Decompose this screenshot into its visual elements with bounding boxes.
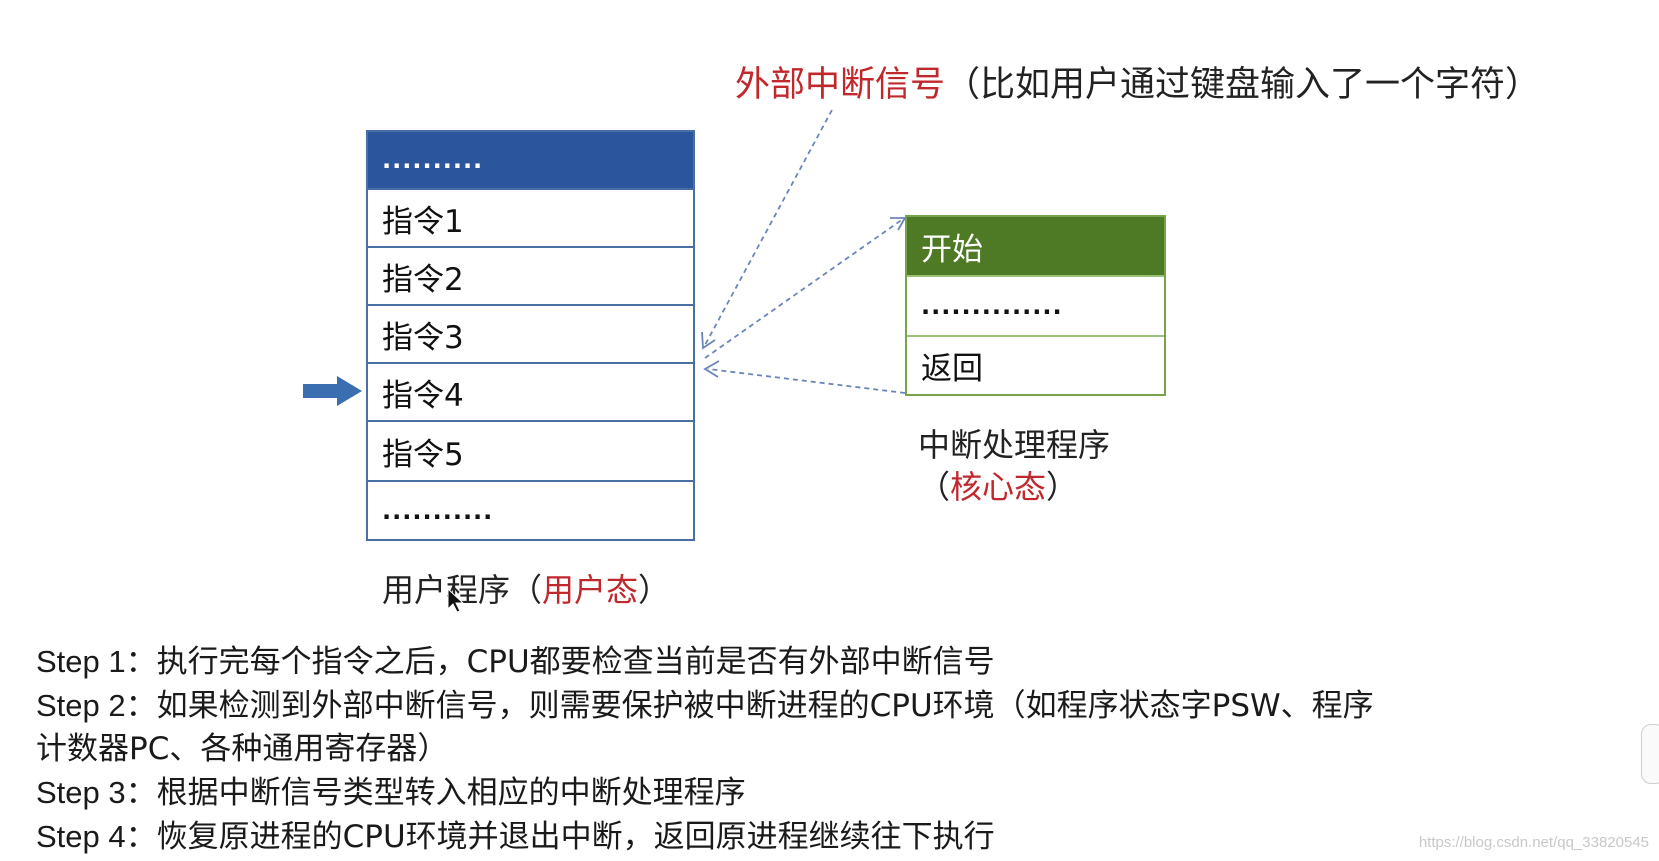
handler-row-ellipsis: ..............: [907, 275, 1164, 337]
watermark: https://blog.csdn.net/qq_33820545: [1418, 834, 1649, 851]
step-1-text: 执行完每个指令之后，CPU都要检查当前是否有外部中断信号: [156, 644, 995, 680]
user-program-row-instr1: 指令1: [368, 190, 693, 248]
user-program-row-instr4: 指令4: [368, 364, 693, 422]
step-3: Step 3：根据中断信号类型转入相应的中断处理程序: [36, 771, 1596, 815]
user-program-row-instr5: 指令5: [368, 422, 693, 482]
user-mode-label: 用户态: [542, 571, 639, 609]
user-program-caption-suffix: ）: [638, 571, 671, 609]
current-instruction-arrow-icon: [303, 376, 362, 406]
kernel-mode-label: 核心态: [950, 468, 1047, 506]
step-4-text: 恢复原进程的CPU环境并退出中断，返回原进程继续往下执行: [156, 819, 995, 855]
user-program-row-header: ..........: [368, 132, 693, 190]
signal-to-program-arrow: [704, 109, 833, 346]
step-2-text: 如果检测到外部中断信号，则需要保护被中断进程的CPU环境（如程序状态字PSW、程…: [156, 688, 1374, 724]
signal-label-note: （比如用户通过键盘输入了一个字符）: [945, 65, 1541, 105]
kernel-mode-caption: （核心态）: [918, 462, 1078, 508]
user-program-row-ellipsis: ...........: [382, 496, 494, 525]
handler-return-arrow: [707, 368, 906, 394]
step-3-text: 根据中断信号类型转入相应的中断处理程序: [156, 775, 746, 811]
handler-row-start: 开始: [907, 217, 1164, 275]
kernel-mode-prefix: （: [918, 468, 951, 506]
steps-list: Step 1：执行完每个指令之后，CPU都要检查当前是否有外部中断信号 Step…: [36, 640, 1596, 859]
signal-label-red: 外部中断信号: [735, 65, 946, 105]
signal-arrowhead-icon: [701, 331, 716, 350]
kernel-mode-suffix: ）: [1046, 468, 1079, 506]
step-2-label: Step 2：: [36, 688, 157, 723]
step-3-label: Step 3：: [36, 775, 157, 810]
step-2-continuation: 计数器PC、各种通用寄存器）: [36, 728, 1596, 771]
step-1-label: Step 1：: [36, 644, 157, 679]
interrupt-handler-table: 开始 .............. 返回: [905, 215, 1166, 396]
handler-row-return: 返回: [921, 351, 983, 387]
user-program-table: .......... 指令1 指令2 指令3 指令4 指令5 .........…: [366, 130, 695, 541]
step-4: Step 4：恢复原进程的CPU环境并退出中断，返回原进程继续往下执行: [36, 815, 1596, 859]
side-scroll-handle[interactable]: [1641, 724, 1659, 784]
step-2: Step 2：如果检测到外部中断信号，则需要保护被中断进程的CPU环境（如程序状…: [36, 684, 1596, 728]
handler-start-arrowhead-icon: [890, 217, 907, 231]
step-4-label: Step 4：: [36, 819, 157, 854]
program-to-handler-arrow: [704, 218, 904, 359]
step-1: Step 1：执行完每个指令之后，CPU都要检查当前是否有外部中断信号: [36, 640, 1596, 684]
user-program-caption: 用户程序（用户态）: [382, 565, 670, 611]
external-interrupt-signal-label: 外部中断信号（比如用户通过键盘输入了一个字符）: [735, 56, 1540, 107]
return-arrowhead-icon: [703, 360, 720, 378]
mouse-cursor-icon: [447, 587, 465, 613]
interrupt-handler-caption: 中断处理程序: [918, 426, 1111, 464]
step-2-continuation-text: 计数器PC、各种通用寄存器）: [36, 731, 449, 767]
user-program-row-instr3: 指令3: [368, 306, 693, 364]
user-program-row-instr2: 指令2: [368, 248, 693, 306]
